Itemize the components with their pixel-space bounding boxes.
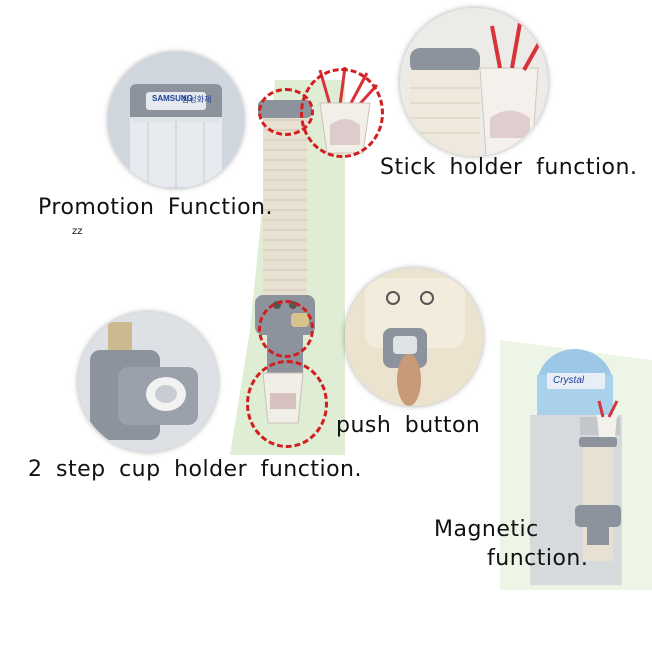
stick-holder-detail-circle — [400, 8, 548, 156]
stick-holder-label: Stick holder function. — [380, 155, 638, 180]
magnetic-label-line2: function. — [487, 546, 589, 571]
highlight-push-area — [258, 300, 314, 358]
push-button-detail-circle — [345, 268, 483, 406]
highlight-stick-holder — [300, 68, 384, 158]
magnetic-label-line1: Magnetic — [434, 517, 539, 542]
samsung-korean-text: 삼성화재 — [182, 95, 212, 104]
water-bottle-label: Crystal — [553, 375, 585, 386]
samsung-logo: SAMSUNG — [152, 94, 193, 103]
highlight-bottom-cup — [246, 360, 328, 448]
promotion-detail-circle: SAMSUNG 삼성화재 — [108, 52, 244, 188]
cup-holder-label: 2 step cup holder function. — [28, 457, 362, 482]
push-button-label: push button — [336, 413, 481, 438]
water-cooler-image: Crystal — [525, 345, 630, 585]
cup-holder-detail-circle — [78, 312, 218, 452]
promotion-function-label: Promotion Function. — [38, 195, 273, 220]
zz-mark: zz — [72, 226, 83, 237]
